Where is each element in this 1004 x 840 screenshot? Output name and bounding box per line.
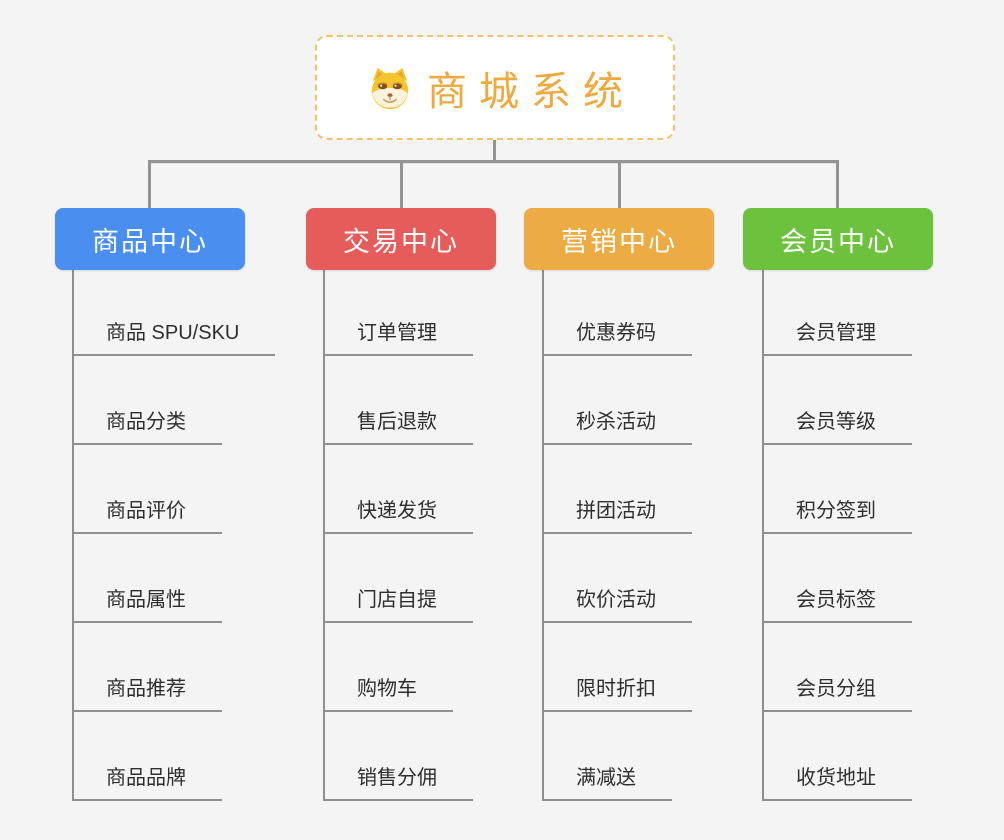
leaf-node[interactable]: 商品 SPU/SKU (72, 318, 276, 356)
branch-drop-line (618, 160, 621, 210)
root-connector-stub (493, 140, 496, 163)
leaf-node[interactable]: 满减送 (542, 763, 672, 801)
leaf-node[interactable]: 购物车 (323, 674, 453, 712)
branch-node-product-center[interactable]: 商品中心 (55, 208, 245, 270)
branch-node-marketing-center[interactable]: 营销中心 (524, 208, 714, 270)
leaf-node[interactable]: 门店自提 (323, 585, 473, 623)
leaf-node[interactable]: 拼团活动 (542, 496, 692, 534)
leaf-node[interactable]: 积分签到 (762, 496, 912, 534)
leaf-node[interactable]: 会员管理 (762, 318, 912, 356)
leaf-node[interactable]: 售后退款 (323, 407, 473, 445)
leaf-node[interactable]: 商品属性 (72, 585, 222, 623)
column-trunk-line (72, 270, 74, 801)
doge-face-icon (371, 67, 409, 109)
leaf-node[interactable]: 订单管理 (323, 318, 473, 356)
column-trunk-line (542, 270, 544, 801)
leaf-node[interactable]: 会员标签 (762, 585, 912, 623)
leaf-node[interactable]: 商品推荐 (72, 674, 222, 712)
leaf-node[interactable]: 限时折扣 (542, 674, 692, 712)
leaf-node[interactable]: 商品分类 (72, 407, 222, 445)
branch-node-trade-center[interactable]: 交易中心 (306, 208, 496, 270)
leaf-node[interactable]: 会员等级 (762, 407, 912, 445)
branch-drop-line (836, 160, 839, 210)
leaf-node[interactable]: 优惠券码 (542, 318, 692, 356)
branch-node-member-center[interactable]: 会员中心 (743, 208, 933, 270)
leaf-node[interactable]: 快递发货 (323, 496, 473, 534)
branch-connector-bar (148, 160, 839, 163)
branch-drop-line (148, 160, 151, 210)
leaf-node[interactable]: 会员分组 (762, 674, 912, 712)
leaf-node[interactable]: 商品品牌 (72, 763, 222, 801)
leaf-node[interactable]: 秒杀活动 (542, 407, 692, 445)
leaf-node[interactable]: 商品评价 (72, 496, 222, 534)
leaf-node[interactable]: 销售分佣 (323, 763, 473, 801)
root-title: 商城系统 (427, 69, 635, 114)
column-trunk-line (323, 270, 325, 801)
leaf-node[interactable]: 收货地址 (762, 763, 912, 801)
leaf-node[interactable]: 砍价活动 (542, 585, 692, 623)
root-node[interactable]: 商城系统 (315, 35, 675, 140)
column-trunk-line (762, 270, 764, 801)
branch-drop-line (400, 160, 403, 210)
